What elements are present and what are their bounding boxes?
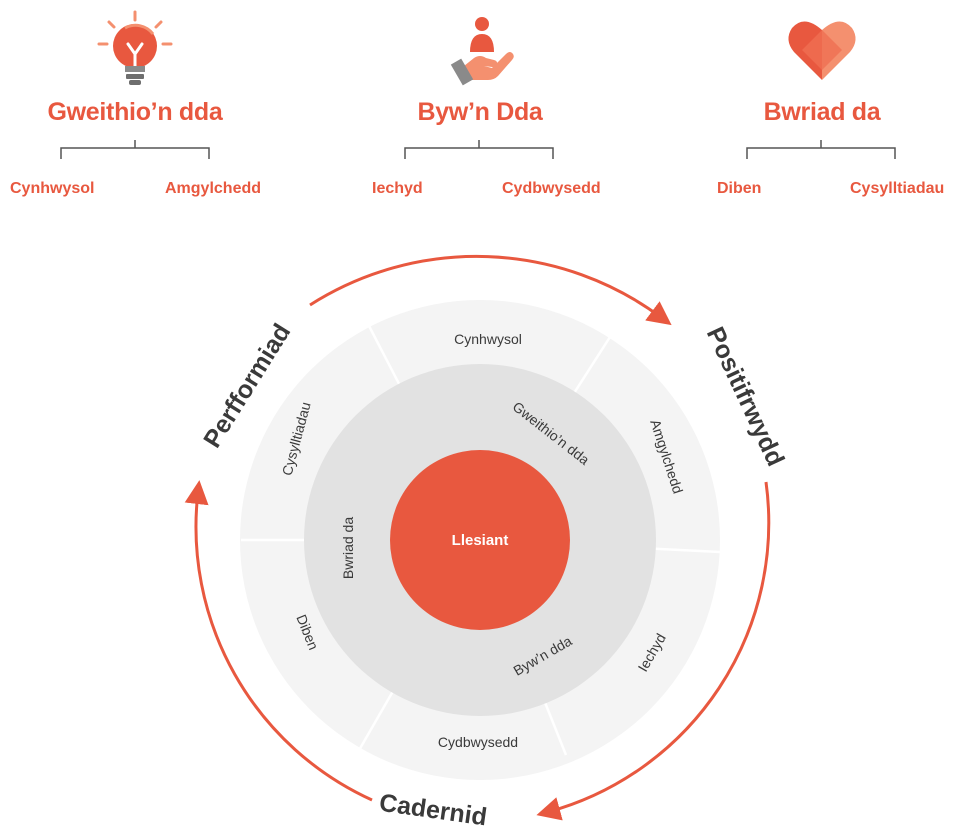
bracket <box>404 140 554 159</box>
cycle-arrow-top <box>309 254 672 326</box>
outer-label-cydbwysedd: Cydbwysedd <box>438 734 518 750</box>
sub-label: Iechyd <box>372 180 423 197</box>
caring-hand-icon <box>330 8 630 88</box>
pillar-gweithio: Gweithio’n dda Cynhwysol Amgylchedd <box>0 0 285 205</box>
bracket <box>746 140 896 159</box>
pillar-title: Gweithio’n dda <box>47 98 223 126</box>
center-label: Llesiant <box>452 532 509 549</box>
heart-icon <box>672 8 954 88</box>
sub-label: Cysylltiadau <box>850 180 945 197</box>
sub-label: Amgylchedd <box>165 180 262 197</box>
sub-label: Diben <box>717 180 762 197</box>
cycle-label-cadernid: Cadernid <box>378 789 489 832</box>
pillar-bwriad: Bwriad da Diben Cysylltiadau <box>672 0 954 205</box>
sub-label: Cynhwysol <box>10 180 95 197</box>
pillar-byw: Byw’n Dda Iechyd Cydbwysedd <box>330 0 630 205</box>
outer-label-cynhwysol: Cynhwysol <box>454 331 522 347</box>
cycle-arrow-right <box>536 481 771 821</box>
center-circle <box>390 450 570 630</box>
lightbulb-icon <box>0 8 285 88</box>
cycle-arrow-left <box>184 480 373 802</box>
bracket <box>60 140 210 159</box>
cycle-label-positifrwydd: Positifrwydd <box>701 323 790 471</box>
pillar-title: Bwriad da <box>763 98 881 126</box>
pillar-title: Byw’n Dda <box>417 98 543 126</box>
sub-label: Cydbwysedd <box>502 180 601 197</box>
inner-label-bwriad: Bwriad da <box>340 517 356 579</box>
